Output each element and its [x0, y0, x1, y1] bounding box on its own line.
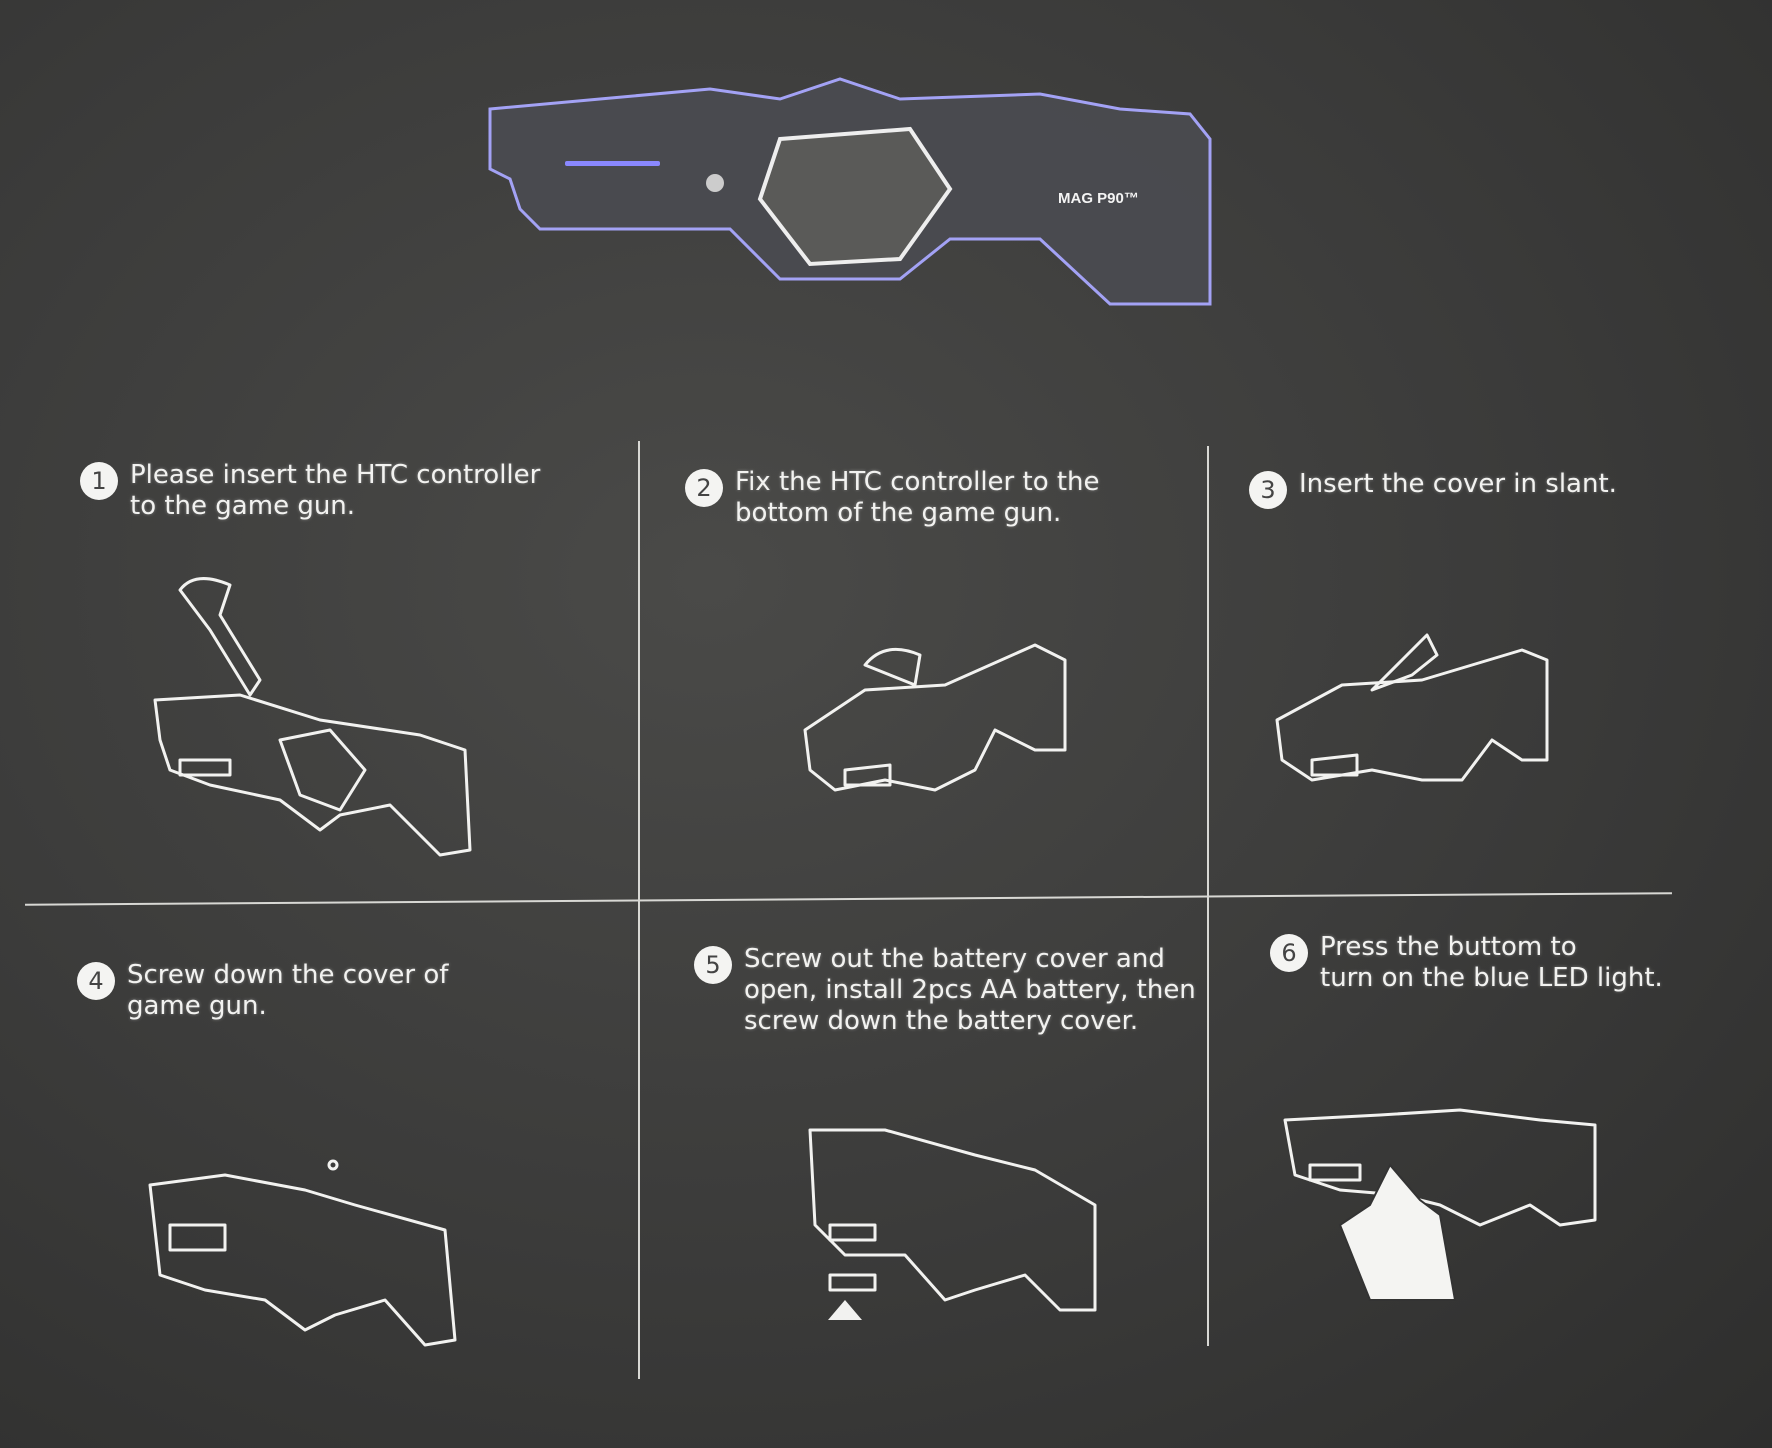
step-number-badge: 4	[77, 962, 115, 1000]
divider-horizontal	[25, 892, 1672, 906]
step-number-badge: 3	[1249, 471, 1287, 509]
step-4: 4 Screw down the cover of game gun.	[77, 960, 448, 1022]
step-2-illustration	[803, 643, 1067, 792]
step-3-illustration	[1275, 633, 1549, 782]
hand-pressing-icon	[1338, 1163, 1457, 1301]
step-number-badge: 6	[1270, 934, 1308, 972]
step-1: 1 Please insert the HTC controller to th…	[80, 460, 540, 522]
step-6: 6 Press the buttom to turn on the blue L…	[1270, 932, 1663, 994]
divider-vertical-1	[638, 441, 640, 1379]
step-number-badge: 5	[694, 946, 732, 984]
step-4-illustration	[148, 1159, 457, 1347]
step-instruction: Please insert the HTC controller to the …	[130, 460, 541, 521]
step-5-illustration	[808, 1128, 1097, 1320]
step-1-illustration	[153, 577, 472, 857]
step-5: 5 Screw out the battery cover and open, …	[694, 944, 1196, 1037]
game-gun-hero-image: MAG P90™	[488, 77, 1212, 306]
step-instruction: Insert the cover in slant.	[1299, 469, 1617, 499]
step-instruction: Fix the HTC controller to the bottom of …	[735, 467, 1100, 528]
step-instruction: Screw out the battery cover and open, in…	[744, 944, 1196, 1036]
step-2: 2 Fix the HTC controller to the bottom o…	[685, 467, 1100, 529]
step-3: 3 Insert the cover in slant.	[1249, 469, 1617, 509]
step-number-badge: 1	[80, 462, 118, 500]
step-6-illustration	[1283, 1108, 1597, 1301]
step-number-badge: 2	[685, 469, 723, 507]
step-instruction: Press the buttom to turn on the blue LED…	[1320, 932, 1663, 993]
arrow-up-icon	[828, 1300, 862, 1320]
step-instruction: Screw down the cover of game gun.	[127, 960, 449, 1021]
model-label: MAG P90™	[1058, 190, 1139, 207]
